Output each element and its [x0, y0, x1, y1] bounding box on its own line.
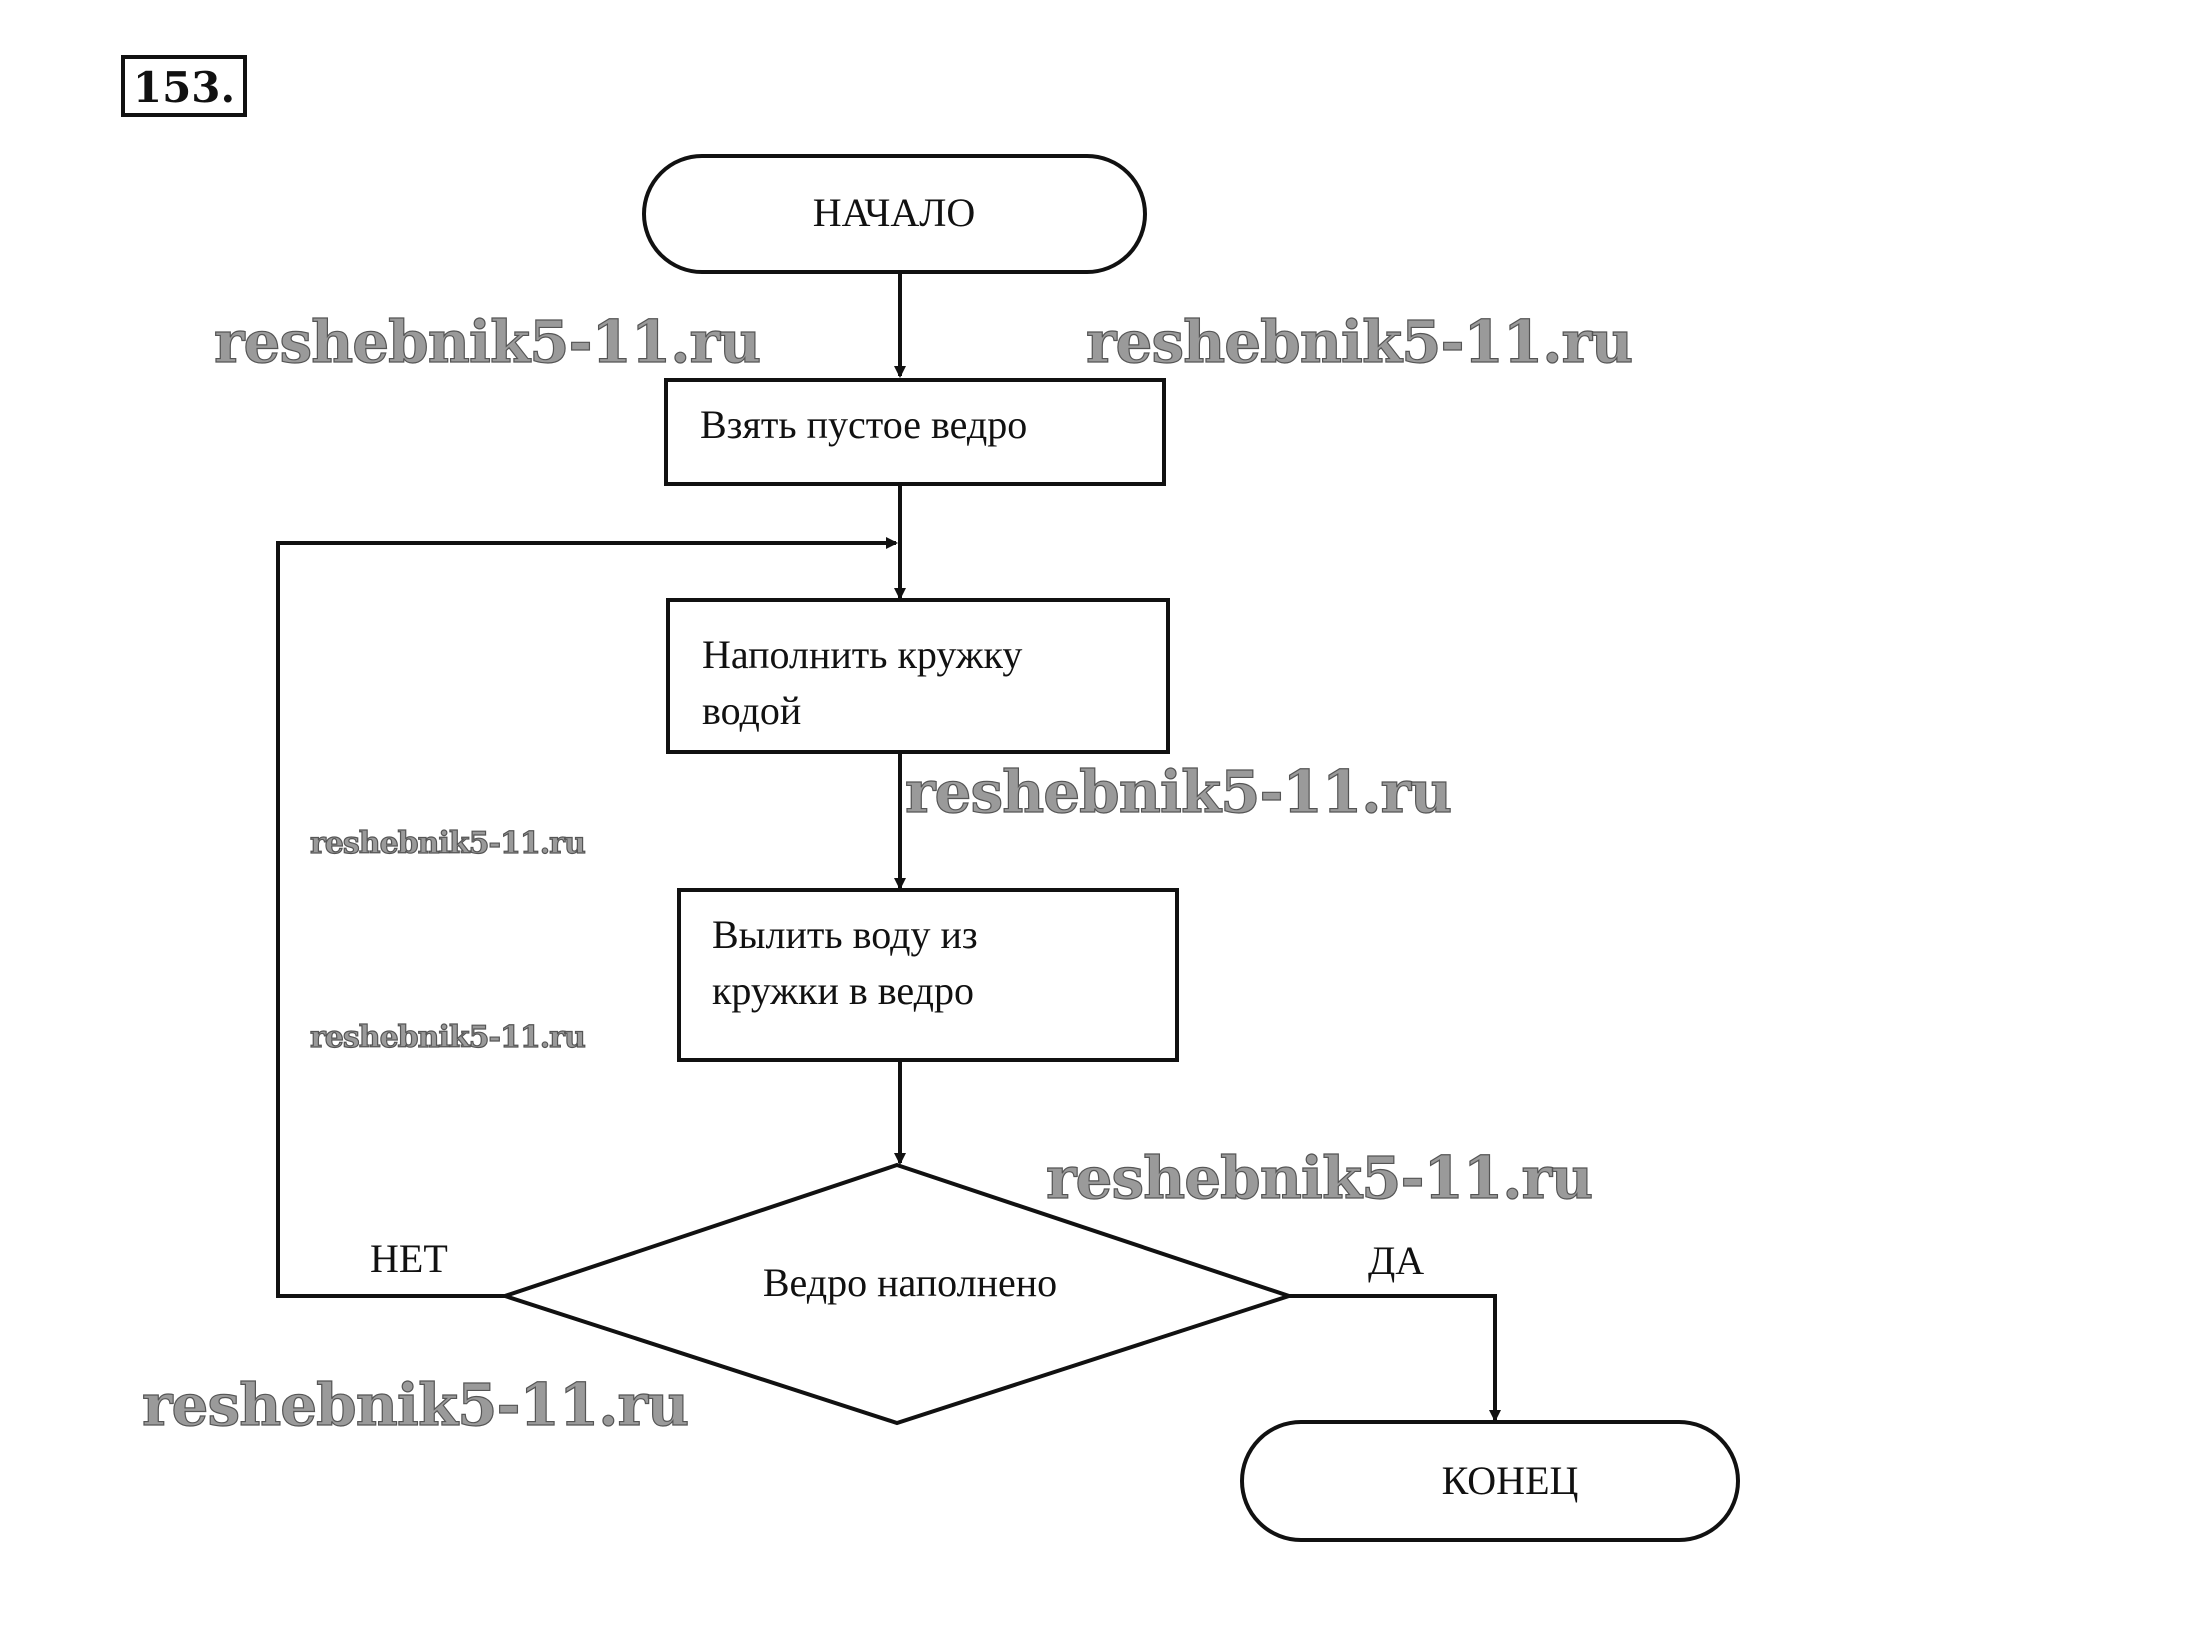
- problem-number: 153.: [133, 63, 235, 112]
- yes-branch-label: ДА: [1368, 1238, 1424, 1283]
- process-step-3: Вылить воду из кружки в ведро: [677, 888, 1179, 1062]
- no-branch-label: НЕТ: [370, 1236, 448, 1281]
- process-step-2: Наполнить кружку водой: [666, 598, 1170, 754]
- watermarks: reshebnik5-11.ru reshebnik5-11.ru resheb…: [141, 307, 1633, 1439]
- loop-no-branch: [276, 537, 898, 1298]
- step-1-line-1: Взять пустое ведро: [700, 402, 1027, 447]
- watermark: reshebnik5-11.ru: [142, 1371, 688, 1439]
- step-3-line-2: кружки в ведро: [712, 968, 974, 1013]
- start-terminator: НАЧАЛО: [642, 154, 1147, 274]
- end-terminator: КОНЕЦ: [1240, 1420, 1740, 1542]
- decision-diamond: Ведро наполнено: [498, 1162, 1296, 1426]
- step-2-line-1: Наполнить кружку: [702, 632, 1022, 677]
- watermark: reshebnik5-11.ru: [1086, 308, 1632, 376]
- watermark: reshebnik5-11.ru: [905, 758, 1451, 826]
- watermark: reshebnik5-11.ru: [310, 1020, 585, 1055]
- end-label: КОНЕЦ: [1442, 1458, 1579, 1503]
- watermark: reshebnik5-11.ru: [214, 308, 760, 376]
- watermark: reshebnik5-11.ru: [1046, 1144, 1592, 1212]
- watermark: reshebnik5-11.ru: [310, 826, 585, 861]
- process-step-1: Взять пустое ведро: [664, 378, 1166, 486]
- yes-branch: [1289, 1294, 1501, 1422]
- decision-label: Ведро наполнено: [763, 1260, 1057, 1305]
- step-2-line-2: водой: [702, 688, 801, 733]
- start-label: НАЧАЛО: [813, 190, 976, 235]
- problem-number-badge: 153.: [121, 55, 247, 117]
- connectors: [276, 272, 1501, 1422]
- step-3-line-1: Вылить воду из: [712, 912, 978, 957]
